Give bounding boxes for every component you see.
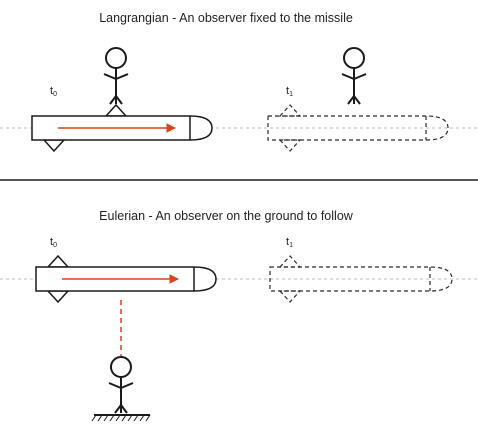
ghost-bottom-fin <box>278 139 302 152</box>
lagrangian-t0-label: t0 <box>50 85 57 98</box>
missile-bottom-fin <box>46 290 70 304</box>
ground-observer <box>108 356 134 414</box>
eulerian-missile-t1 <box>269 255 453 303</box>
lagrangian-t1-label: t1 <box>286 85 293 98</box>
missile-top-fin <box>46 254 70 268</box>
ghost-body <box>269 266 453 292</box>
lagrangian-panel: Langrangian - An observer fixed to the m… <box>0 11 478 153</box>
eulerian-t1-label: t1 <box>286 236 293 249</box>
ghost-top-fin <box>278 104 302 117</box>
lagrangian-title: Langrangian - An observer fixed to the m… <box>99 11 353 25</box>
missile-top-fin <box>104 103 128 117</box>
lagrangian-observer-t0 <box>103 47 129 105</box>
ghost-bottom-fin <box>278 290 302 303</box>
eulerian-title: Eulerian - An observer on the ground to … <box>99 209 354 223</box>
eulerian-panel: Eulerian - An observer on the ground to … <box>0 209 478 422</box>
lagrangian-missile-t1 <box>267 104 449 152</box>
ghost-top-fin <box>278 255 302 268</box>
ghost-body <box>267 115 449 141</box>
eulerian-t0-label: t0 <box>50 236 57 249</box>
ground-hatch <box>91 414 151 422</box>
lagrangian-observer-t1 <box>341 47 367 105</box>
missile-bottom-fin <box>42 139 66 153</box>
